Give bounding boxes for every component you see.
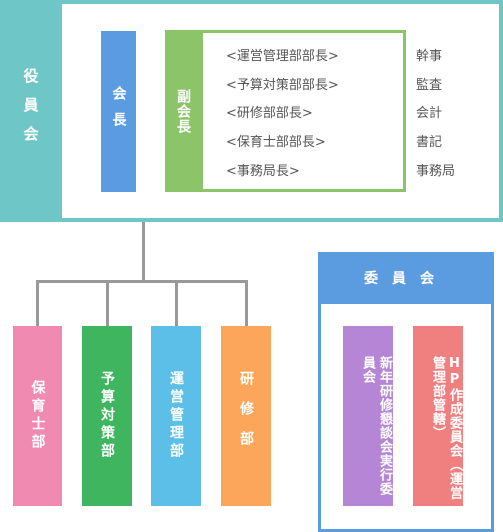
connector-drop-yosan [106, 280, 109, 326]
role-unei-head: <運営管理部部長> [226, 49, 339, 64]
role-yosan-head: <予算対策部部長> [226, 78, 339, 93]
duty-shoki: 書記 [416, 135, 443, 150]
officers-label: 役員会 [21, 67, 40, 155]
committee-new-year-training: 新年研修懇談会実行委員会 [343, 326, 393, 506]
role-secretariat-head: <事務局長> [226, 164, 300, 179]
duty-kansa: 監査 [416, 78, 443, 93]
vice-president-roles-frame [200, 30, 406, 192]
vice-president-box: 副会長 [165, 30, 201, 192]
president-box: 会長 [101, 31, 136, 192]
duty-kanji: 幹事 [416, 49, 443, 64]
committee-hp-creation: HP作成委員会（運営管理部管轄） [413, 326, 463, 506]
connector-drop-hoikushi [36, 280, 39, 326]
connector-drop-unei [175, 280, 178, 326]
duty-kaikei: 会計 [416, 106, 443, 121]
dept-unei-kanri: 運営管理部 [151, 326, 201, 506]
committee-header: 委員会 [318, 252, 494, 304]
dept-yosan-taisaku: 予算対策部 [82, 326, 132, 506]
role-hoikushi-head: <保育士部部長> [226, 135, 326, 150]
role-kenshu-head: <研修部部長> [226, 106, 313, 121]
connector-drop-kenshu [245, 280, 248, 326]
dept-kenshu: 研修部 [221, 326, 271, 506]
duty-jimukyoku: 事務局 [416, 164, 456, 179]
dept-hoikushi: 保育士部 [13, 326, 62, 506]
connector-horizontal [36, 280, 248, 283]
connector-trunk [142, 222, 145, 282]
